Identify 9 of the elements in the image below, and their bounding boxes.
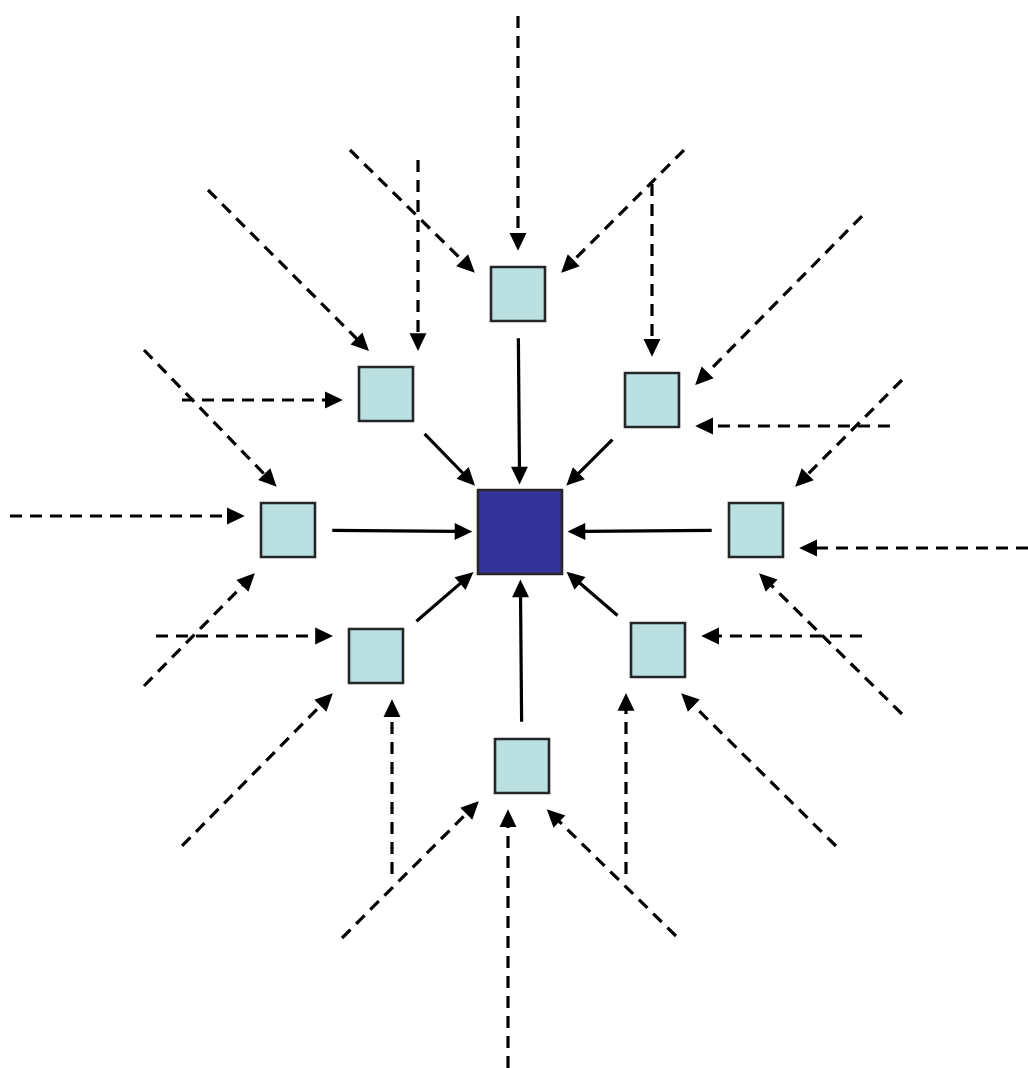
square-box <box>357 365 415 423</box>
square-box <box>493 737 551 795</box>
square-box <box>476 488 564 576</box>
square-box <box>727 501 785 559</box>
square-box <box>259 501 317 559</box>
square-box <box>629 621 687 679</box>
square-box <box>623 371 681 429</box>
square-box <box>347 627 405 685</box>
square-box <box>489 265 547 323</box>
